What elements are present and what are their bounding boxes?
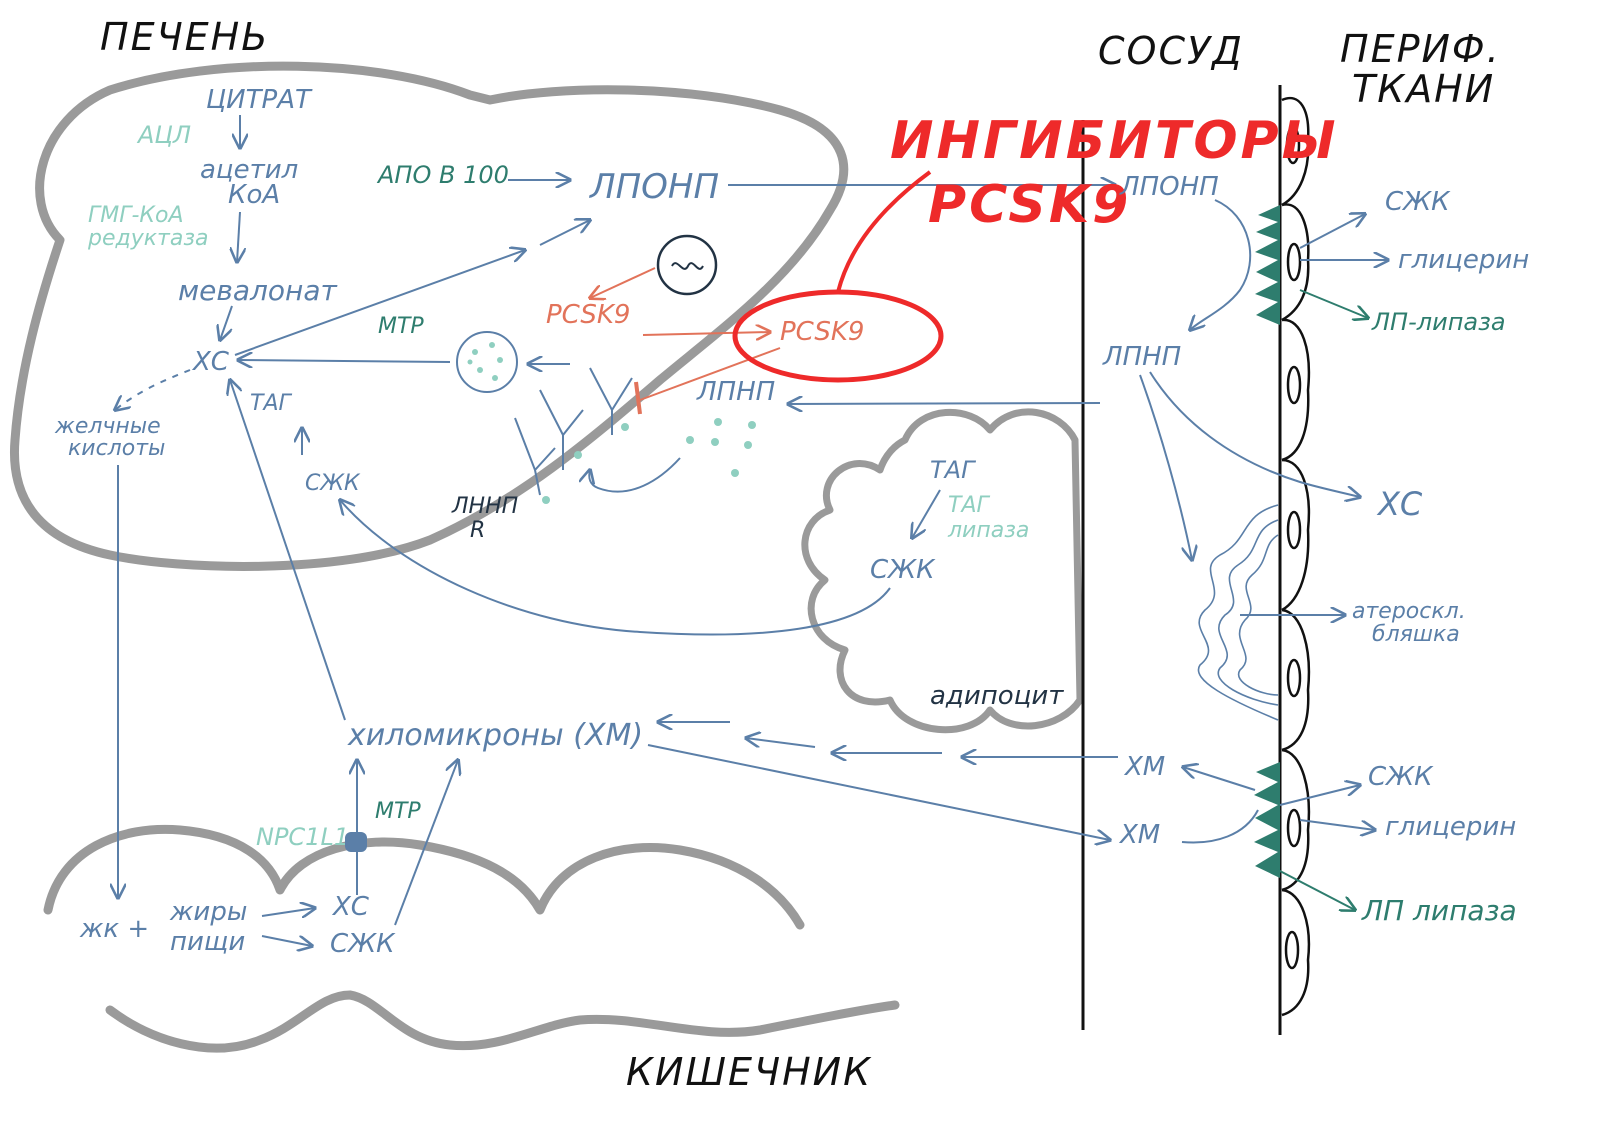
ldl-receptor-label-1: ЛННП [451, 494, 518, 519]
npc1l1-label: NPC1L1 [256, 823, 349, 851]
adipose-tag-arrow [912, 489, 941, 538]
inhibitor-label-2: PCSK9 [928, 175, 1131, 235]
pcsk9-arrows [590, 267, 781, 415]
hmg-label-2: редуктаза [87, 226, 209, 251]
plaque-label-2: бляшка [1372, 622, 1460, 647]
inhibitor-label-1: ИНГИБИТОРЫ [890, 111, 1339, 171]
peripheral-ffa-label-2: СЖК [1368, 762, 1434, 792]
acl-label: АЦЛ [136, 121, 191, 149]
mevalonate-label: мевалонат [178, 274, 338, 307]
adipose-ffa-label: СЖК [870, 555, 936, 585]
liver-ldl-label: ЛПНП [696, 377, 775, 407]
vessel-title: СОСУД [1098, 29, 1244, 73]
pcsk9-label-a: PCSK9 [546, 300, 630, 330]
vessel-vldl-label: ЛПОНП [1119, 172, 1219, 202]
citrate-label: ЦИТРАТ [206, 85, 313, 115]
peripheral-glycerol-label-2: глицерин [1385, 812, 1516, 842]
plaque-label-1: атероскл. [1352, 599, 1466, 624]
dna-icon [671, 262, 704, 270]
adipocyte-outline [801, 408, 1084, 734]
peripheral-ffa-label-1: СЖК [1385, 187, 1451, 217]
bile-plus-label: жк + [79, 914, 149, 944]
endothelial-cells [1281, 97, 1311, 1017]
peripheral-chol-label: ХС [1376, 485, 1423, 523]
lysosome [456, 331, 518, 393]
dietary-fat-label-1: жиры [169, 897, 247, 927]
liver-mtp-label: МТР [378, 314, 424, 339]
acetyl-label-2: КоА [228, 180, 280, 210]
peripheral-arrows [1240, 214, 1388, 910]
peripheral-lpl-label-1: ЛП-липаза [1371, 308, 1506, 336]
adipocyte-title: адипоцит [930, 681, 1064, 711]
intestine-arrows [230, 380, 458, 946]
peripheral-title-1: ПЕРИФ. [1340, 27, 1501, 71]
lysosome-particles [467, 342, 503, 381]
hmg-label-1: ГМГ-КоА [88, 203, 184, 228]
peripheral-glycerol-label-1: глицерин [1398, 245, 1529, 275]
intestine-title: КИШЕЧНИК [626, 1050, 872, 1094]
atherosclerotic-plaque [1197, 504, 1279, 721]
bile-acids-label-1: желчные [54, 414, 161, 439]
intestine-ffa-label: СЖК [330, 929, 396, 959]
ldl-receptor-label-2: R [470, 518, 485, 543]
liver-ffa-label: СЖК [305, 471, 361, 496]
intestine-outline-top [43, 824, 805, 930]
intestine-mtp-label: МТР [375, 799, 421, 824]
intestine-outline-bottom [105, 990, 900, 1053]
vldl-to-ldl-arrow [1190, 199, 1252, 330]
peripheral-lpl-label-2: ЛП липаза [1361, 894, 1517, 927]
liver-title: ПЕЧЕНЬ [100, 15, 269, 59]
lpl-spikes-lower [1254, 762, 1280, 878]
pcsk9-label-b: PCSK9 [780, 317, 864, 347]
liver-outline [9, 61, 849, 571]
liver-chol-label: ХС [191, 347, 230, 377]
cm-to-vessel-arrow [647, 744, 1110, 840]
liver-vldl-label: ЛПОНП [588, 167, 719, 207]
vessel-cm-label-2: ХМ [1118, 820, 1160, 850]
lpl-to-cm-arrow [1183, 767, 1256, 791]
dietary-fat-label-2: пищи [170, 927, 245, 957]
adipose-lipase-label-1: ТАГ [948, 493, 990, 518]
peripheral-title-2: ТКАНИ [1352, 67, 1495, 111]
cm-to-lpl-arrow [1181, 809, 1259, 844]
ldl-to-chol-arrow [1149, 371, 1360, 497]
adipose-tag-label: ТАГ [930, 456, 976, 484]
cm-return-arrow-3 [746, 738, 816, 748]
liver-tag-label: ТАГ [250, 391, 292, 416]
lpl-spikes-upper [1255, 205, 1280, 325]
bile-acids-label-2: кислоты [68, 436, 165, 461]
apo-b100-label: АПО В 100 [376, 161, 509, 189]
liver-arrows [115, 115, 1115, 898]
vessel-cm-label-1: ХМ [1123, 752, 1165, 782]
ldl-to-plaque-arrow [1139, 374, 1192, 560]
acetyl-label-1: ацетил [200, 155, 298, 185]
chylomicrons-label: хиломикроны (ХМ) [347, 718, 643, 753]
ldl-receptors [514, 367, 633, 496]
inhibitor-pointer [836, 170, 932, 293]
adipose-ffa-to-liver-arrow [340, 500, 891, 636]
intestine-chol-label: ХС [331, 892, 370, 922]
ldl-particles [542, 418, 756, 504]
vessel-ldl-label: ЛПНП [1102, 342, 1181, 372]
nucleus [656, 234, 718, 296]
adipose-lipase-label-2: липаза [947, 518, 1029, 543]
